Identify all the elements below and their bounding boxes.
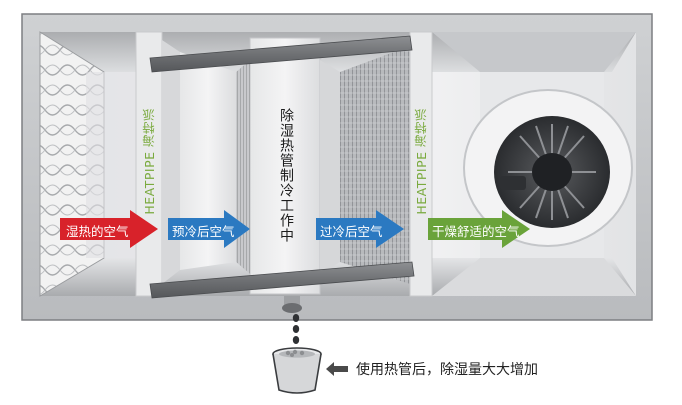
blue-arrow-icon — [168, 210, 250, 248]
arrow-overcooled-air: 过冷后空气 — [316, 210, 404, 248]
arrow-label-precooled: 预冷后空气 — [172, 224, 235, 239]
green-arrow-icon — [428, 210, 530, 248]
arrow-left-icon — [326, 362, 348, 376]
bottom-note: 使用热管后，除湿量大大增加 — [326, 358, 538, 380]
red-arrow-icon — [60, 210, 158, 248]
blue-arrow-icon — [316, 210, 404, 248]
arrow-dry-comfortable-air: 干燥舒适的空气 — [428, 210, 530, 248]
arrow-humid-hot-air: 湿热的空气 — [60, 210, 158, 248]
heatpipe-status-text: 除湿热管制冷工作中 — [278, 108, 294, 243]
arrow-precooled-air: 预冷后空气 — [168, 210, 250, 248]
arrow-label-overcooled: 过冷后空气 — [320, 224, 383, 239]
arrow-label-humid: 湿热的空气 — [66, 224, 129, 239]
brand-label-left: HEATPIPE 海特派 — [142, 108, 157, 215]
bucket-icon — [272, 347, 322, 394]
brand-label-right: HEATPIPE 海特派 — [414, 108, 429, 215]
arrow-label-dry: 干燥舒适的空气 — [432, 224, 520, 239]
bottom-note-text: 使用热管后，除湿量大大增加 — [356, 362, 538, 378]
water-bucket — [270, 346, 324, 396]
